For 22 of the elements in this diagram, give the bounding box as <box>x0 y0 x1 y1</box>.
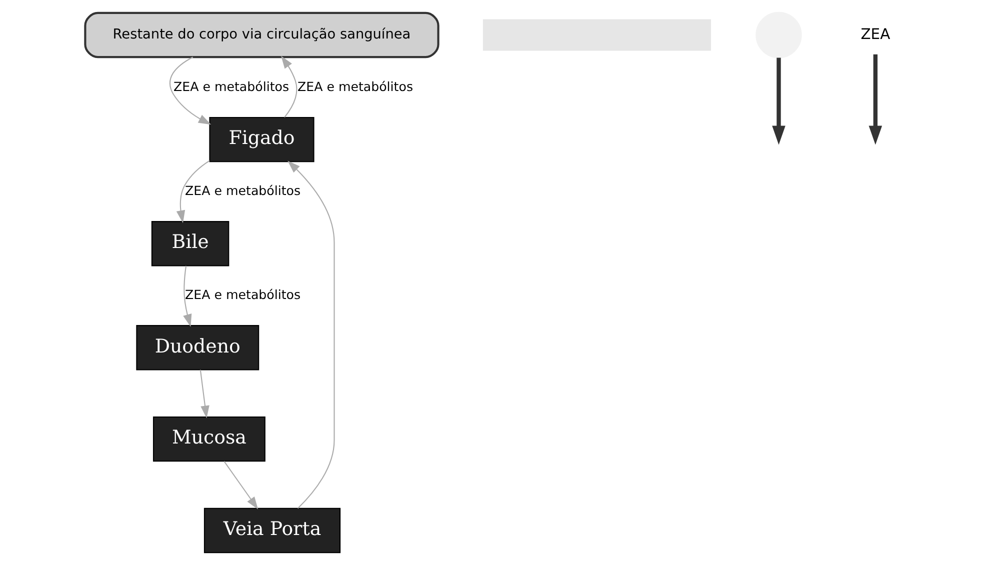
edge-label: ZEA e metabólitos <box>185 182 301 198</box>
node-box: Figado <box>209 117 314 162</box>
arrow <box>281 56 298 118</box>
node-text: ZEA <box>860 26 890 43</box>
arrow <box>772 58 786 145</box>
node-box: Bile <box>151 221 230 266</box>
arrow <box>224 460 258 510</box>
node-box: Mucosa <box>152 416 266 462</box>
arrow <box>288 160 335 509</box>
node-box: Restante do corpo via circulação sanguínea <box>84 12 440 58</box>
arrow <box>176 160 210 224</box>
arrow <box>868 54 882 145</box>
node-circle <box>756 12 802 58</box>
node-bar <box>482 19 711 51</box>
arrow <box>200 370 210 418</box>
arrow <box>183 266 192 327</box>
edge-label: ZEA e metabólitos <box>174 78 290 94</box>
edge-label: ZEA e metabólitos <box>298 78 414 94</box>
node-box: Duodeno <box>136 325 260 370</box>
node-box: Veia Porta <box>204 508 341 554</box>
arrow <box>169 56 212 125</box>
edge-label: ZEA e metabólitos <box>185 286 301 302</box>
